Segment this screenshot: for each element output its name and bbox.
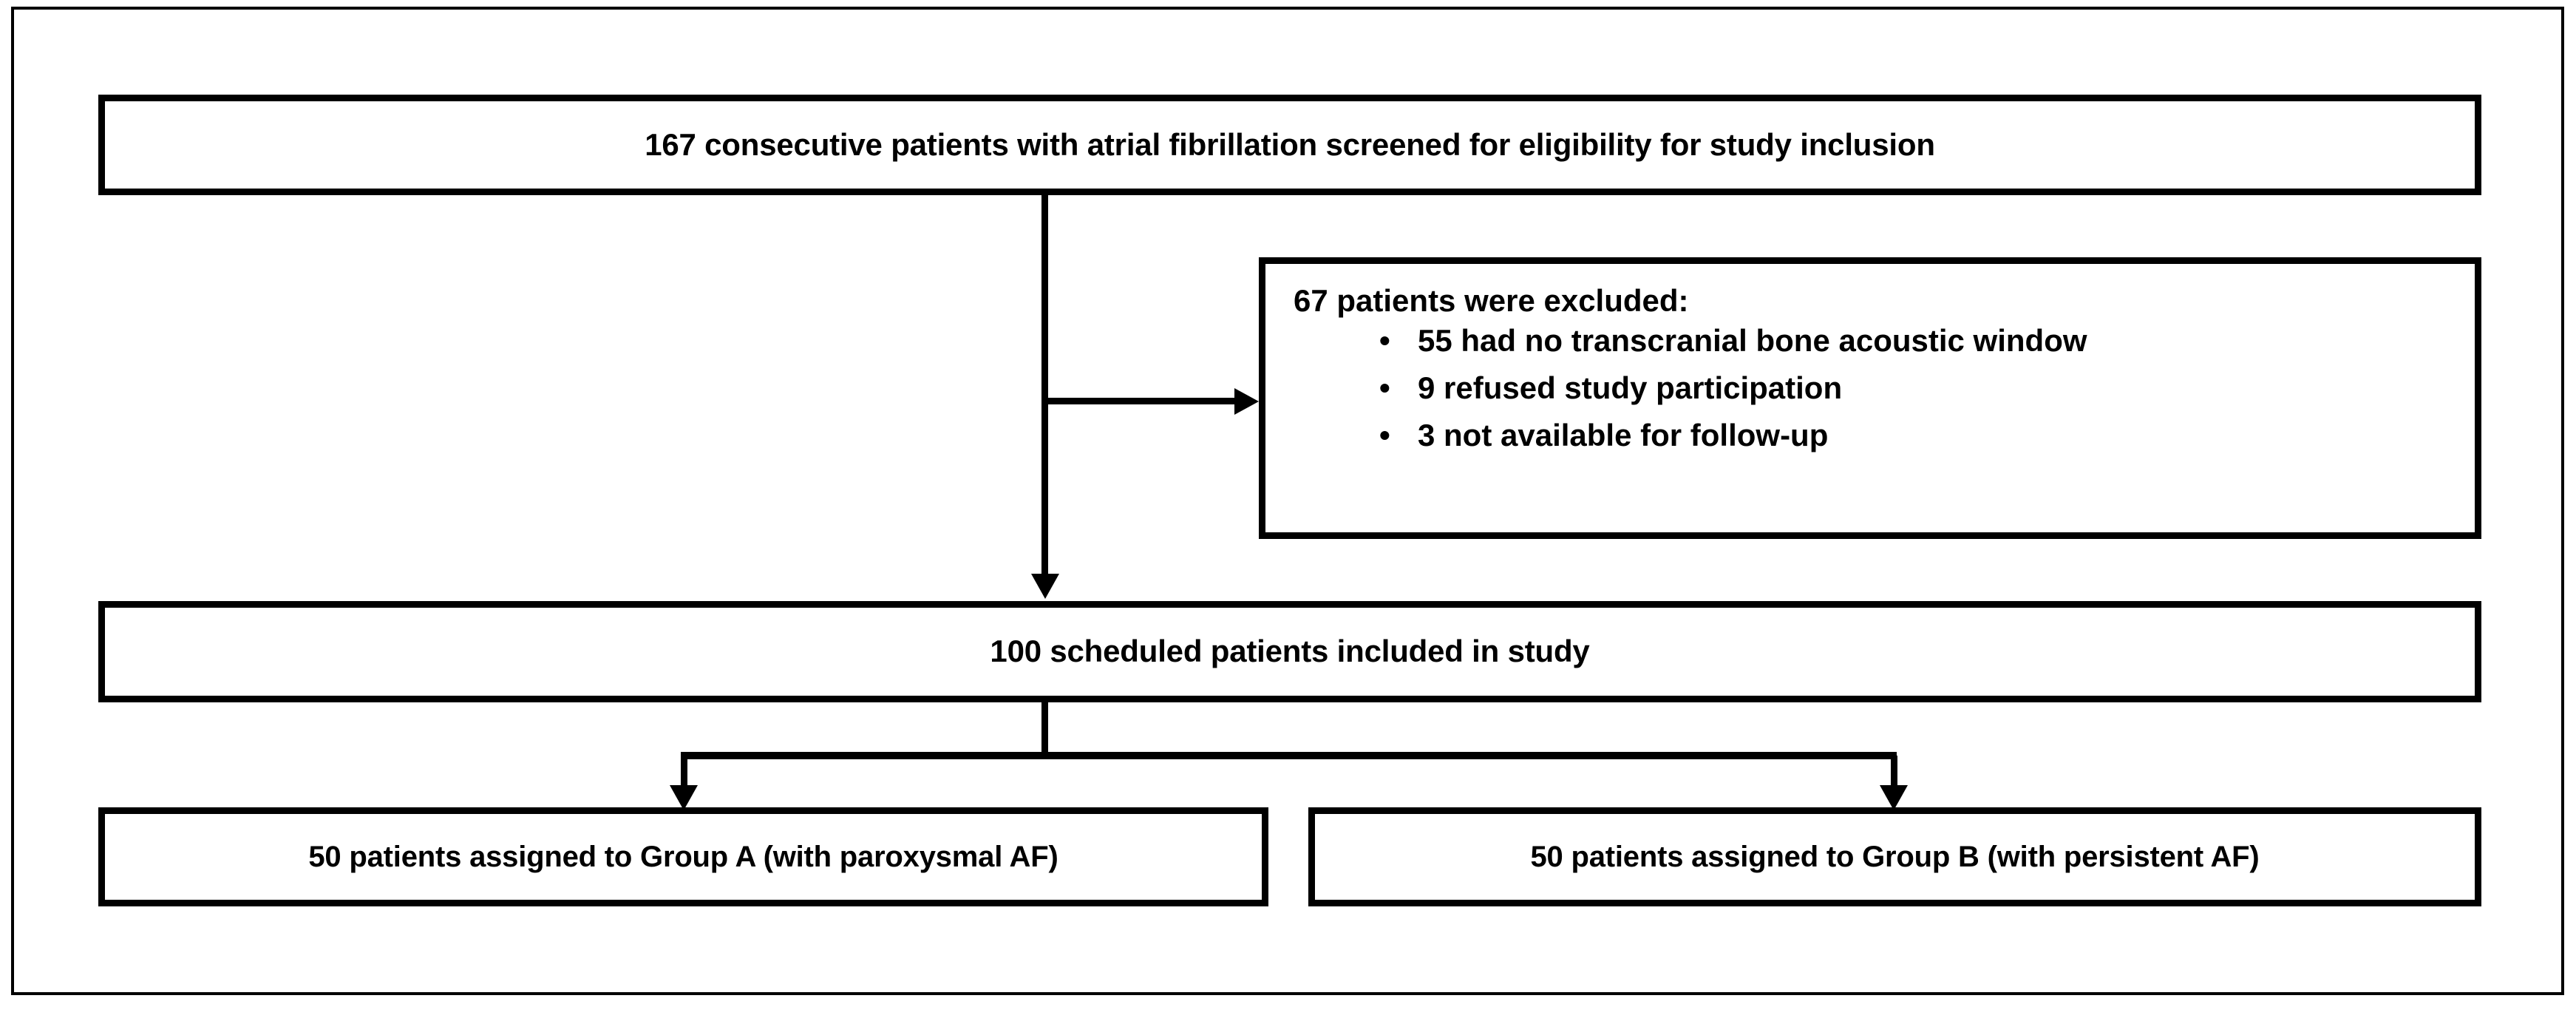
screened-patients-box: 167 consecutive patients with atrial fib… <box>98 95 2481 195</box>
exclusion-reason-label: 9 refused study participation <box>1418 370 1843 406</box>
exclusion-reason-list: • 55 had no transcranial bone acoustic w… <box>1294 323 2475 452</box>
arrowhead-down-icon <box>670 785 698 810</box>
list-item: • 3 not available for follow-up <box>1375 418 2475 452</box>
bullet-icon: • <box>1379 418 1390 453</box>
included-patients-label: 100 scheduled patients included in study <box>990 634 1590 669</box>
bullet-icon: • <box>1379 323 1390 358</box>
included-patients-box: 100 scheduled patients included in study <box>98 601 2481 702</box>
screened-patients-label: 167 consecutive patients with atrial fib… <box>645 126 1935 162</box>
outer-border-frame <box>11 7 2564 995</box>
group-b-label: 50 patients assigned to Group B (with pe… <box>1530 841 2260 873</box>
arrowhead-down-icon <box>1031 574 1059 599</box>
connector-to-excluded <box>1048 398 1234 404</box>
excluded-heading: 67 patients were excluded: <box>1294 283 1689 318</box>
connector-to-group-b <box>1891 756 1897 787</box>
connector-screened-to-included <box>1041 195 1048 574</box>
group-a-label: 50 patients assigned to Group A (with pa… <box>308 841 1058 873</box>
group-b-box: 50 patients assigned to Group B (with pe… <box>1308 807 2481 906</box>
bullet-icon: • <box>1379 370 1390 406</box>
group-a-box: 50 patients assigned to Group A (with pa… <box>98 807 1268 906</box>
excluded-patients-box: 67 patients were excluded: • 55 had no t… <box>1259 257 2481 539</box>
exclusion-reason-label: 3 not available for follow-up <box>1418 418 1829 453</box>
connector-included-to-split <box>1041 702 1048 754</box>
arrowhead-right-icon <box>1234 388 1259 415</box>
connector-split-bar <box>681 752 1897 759</box>
connector-to-group-a <box>681 756 687 787</box>
exclusion-reason-label: 55 had no transcranial bone acoustic win… <box>1418 323 2087 358</box>
list-item: • 55 had no transcranial bone acoustic w… <box>1375 323 2475 358</box>
list-item: • 9 refused study participation <box>1375 370 2475 405</box>
arrowhead-down-icon <box>1880 785 1908 810</box>
